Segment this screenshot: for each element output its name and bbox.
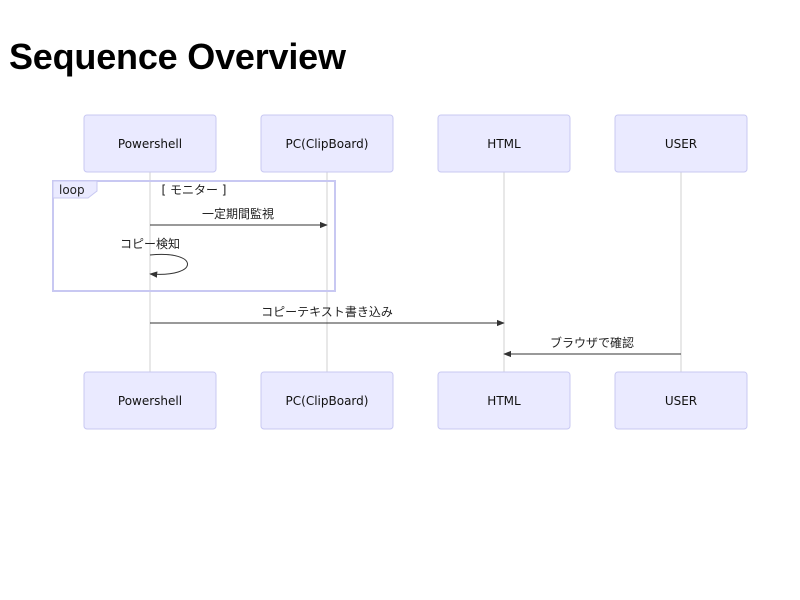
loop-box [52,180,336,292]
message-label: コピーテキスト書き込み [261,305,393,319]
actor-label: PC(ClipBoard) [286,394,369,408]
loop-label: loop [59,183,85,197]
page-title: Sequence Overview [9,36,346,77]
actor-top-html[interactable]: HTML [437,114,571,173]
actor-bottom-html[interactable]: HTML [437,371,571,430]
actor-top-pc[interactable]: PC(ClipBoard) [260,114,394,173]
actor-label: HTML [487,394,521,408]
message-label: ブラウザで確認 [550,335,634,350]
actor-top-powershell[interactable]: Powershell [83,114,217,173]
loop-tab [52,180,98,199]
loop-frame: loop [ モニター ] [52,180,336,292]
message-label: コピー検知 [120,237,180,251]
actor-bottom-user[interactable]: USER [614,371,748,430]
actor-bottom-pc[interactable]: PC(ClipBoard) [260,371,394,430]
actor-label: Powershell [118,137,182,151]
actor-bottom-powershell[interactable]: Powershell [83,371,217,430]
actor-label: HTML [487,137,521,151]
actor-label: USER [665,394,697,408]
actor-label: USER [665,137,697,151]
loop-condition: [ モニター ] [162,183,227,197]
message-label: 一定期間監視 [202,206,274,221]
self-message-arrow [149,253,188,278]
actor-label: PC(ClipBoard) [286,137,369,151]
actor-label: Powershell [118,394,182,408]
actor-top-user[interactable]: USER [614,114,748,173]
